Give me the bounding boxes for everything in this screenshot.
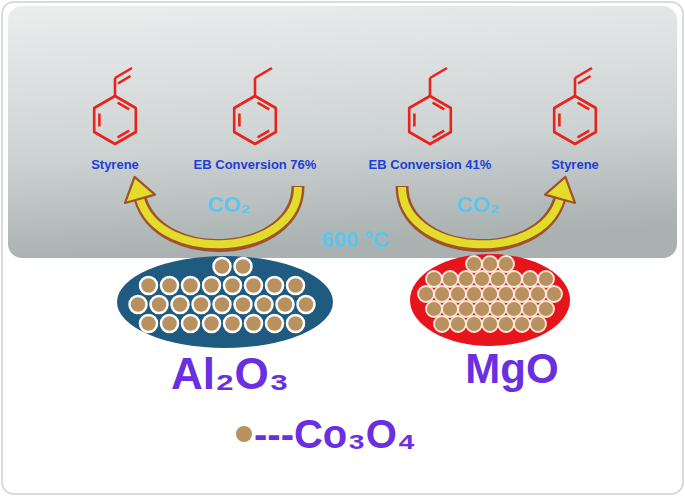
- co3o4-particle: [442, 271, 458, 287]
- co3o4-particle: [442, 301, 458, 317]
- co3o4-particle: [530, 316, 546, 332]
- co3o4-particle: [530, 286, 546, 302]
- reaction-arrow: [125, 177, 298, 246]
- co3o4-particle: [426, 271, 442, 287]
- co3o4-particle: [482, 256, 498, 272]
- co3o4-particle: [490, 271, 506, 287]
- co3o4-particle: [498, 286, 514, 302]
- co3o4-particle: [203, 315, 220, 332]
- co3o4-particle: [538, 301, 554, 317]
- styrene-molecule: [94, 68, 136, 144]
- co3o4-particle: [224, 315, 241, 332]
- co3o4-particle: [474, 301, 490, 317]
- co3o4-particle: [434, 316, 450, 332]
- co3o4-particle: [450, 286, 466, 302]
- co3o4-particles: [418, 256, 562, 332]
- conversion-label: EB Conversion 41%: [369, 158, 492, 172]
- co3o4-particle: [474, 271, 490, 287]
- co3o4-particle: [466, 286, 482, 302]
- reaction-panel: [8, 6, 677, 258]
- co3o4-particle: [161, 277, 178, 294]
- support-shape: [410, 254, 570, 346]
- conversion-label: EB Conversion 76%: [194, 158, 317, 172]
- reaction-arrow: [402, 177, 575, 246]
- co3o4-particle: [482, 286, 498, 302]
- co3o4-particle: [514, 316, 530, 332]
- co3o4-particle: [538, 271, 554, 287]
- co3o4-particle: [522, 271, 538, 287]
- co3o4-particle: [482, 316, 498, 332]
- co3o4-particle: [506, 301, 522, 317]
- co3o4-particles: [130, 258, 315, 332]
- co3o4-particle: [245, 277, 262, 294]
- co3o4-particle: [151, 296, 168, 313]
- co3o4-particle: [458, 301, 474, 317]
- co3o4-particle: [245, 315, 262, 332]
- co3o4-particle: [214, 296, 231, 313]
- co3o4-particle: [130, 296, 147, 313]
- co3o4-particle: [434, 286, 450, 302]
- co3o4-particle: [466, 256, 482, 272]
- co3o4-particle: [266, 277, 283, 294]
- co3o4-particle: [506, 271, 522, 287]
- support-label: MgO: [465, 346, 558, 392]
- co3o4-particle: [161, 315, 178, 332]
- product-label: Styrene: [91, 158, 139, 172]
- co3o4-particle: [287, 277, 304, 294]
- support-shape: [117, 256, 333, 348]
- co3o4-particle: [235, 296, 252, 313]
- co3o4-particle: [298, 296, 315, 313]
- co3o4-particle: [458, 271, 474, 287]
- support-body: [117, 256, 333, 348]
- ethylbenzene-molecule: [409, 68, 451, 144]
- co3o4-particle: [490, 301, 506, 317]
- co3o4-particle: [498, 256, 514, 272]
- co3o4-particle: [266, 315, 283, 332]
- legend-label: ---Co₃O₄: [254, 412, 416, 456]
- co3o4-particle: [203, 277, 220, 294]
- styrene-molecule: [554, 68, 596, 144]
- co3o4-particle: [418, 286, 434, 302]
- co3o4-particle: [193, 296, 210, 313]
- legend-swatch: [236, 426, 252, 442]
- reagent-label: CO₂: [208, 193, 251, 217]
- co3o4-particle: [214, 258, 231, 275]
- temperature-label: 600 °C: [321, 228, 389, 252]
- co3o4-particle: [256, 296, 273, 313]
- co3o4-particle: [224, 277, 241, 294]
- co3o4-particle: [546, 286, 562, 302]
- co3o4-particle: [426, 301, 442, 317]
- co3o4-particle: [498, 316, 514, 332]
- co3o4-particle: [450, 316, 466, 332]
- co3o4-particle: [182, 277, 199, 294]
- reagent-label: CO₂: [457, 193, 500, 217]
- co3o4-particle: [172, 296, 189, 313]
- ethylbenzene-molecule: [234, 68, 276, 144]
- co3o4-particle: [140, 277, 157, 294]
- product-label: Styrene: [551, 158, 599, 172]
- co3o4-particle: [140, 315, 157, 332]
- co3o4-particle: [277, 296, 294, 313]
- legend-entry: ---Co₃O₄: [236, 412, 416, 456]
- co3o4-particle: [522, 301, 538, 317]
- support-ellipse: MgO: [410, 254, 570, 346]
- support-body: [410, 254, 570, 346]
- co3o4-particle: [235, 258, 252, 275]
- co3o4-particle: [287, 315, 304, 332]
- co3o4-particle: [514, 286, 530, 302]
- support-label: Al₂O₃: [171, 350, 289, 398]
- support-ellipse: Al₂O₃: [117, 256, 333, 348]
- co3o4-particle: [466, 316, 482, 332]
- co3o4-particle: [182, 315, 199, 332]
